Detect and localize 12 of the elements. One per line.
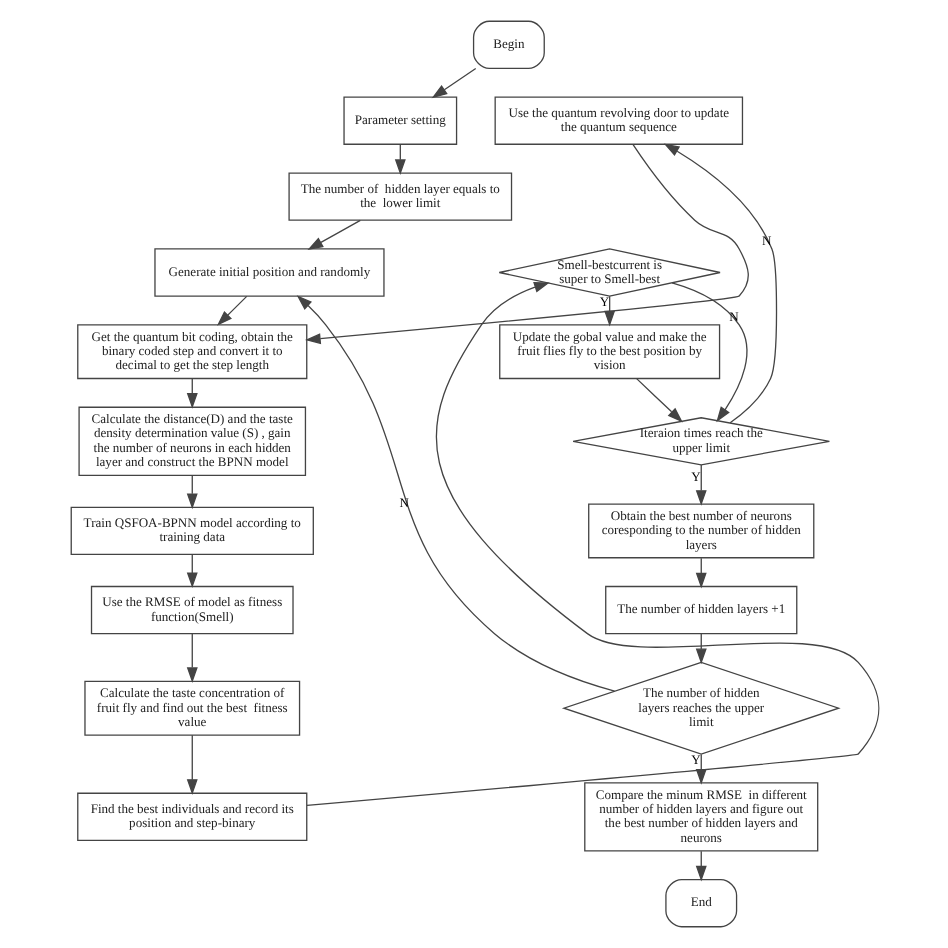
arrow <box>430 67 476 99</box>
arrow <box>185 633 197 684</box>
arrow <box>185 734 197 795</box>
arrow <box>185 554 197 589</box>
arrow <box>306 219 360 250</box>
arrow <box>305 281 879 807</box>
arrow <box>662 143 777 424</box>
arrow <box>670 282 747 423</box>
arrow <box>694 464 706 506</box>
arrow <box>215 295 247 326</box>
arrow <box>635 377 682 423</box>
arrow <box>185 474 197 510</box>
